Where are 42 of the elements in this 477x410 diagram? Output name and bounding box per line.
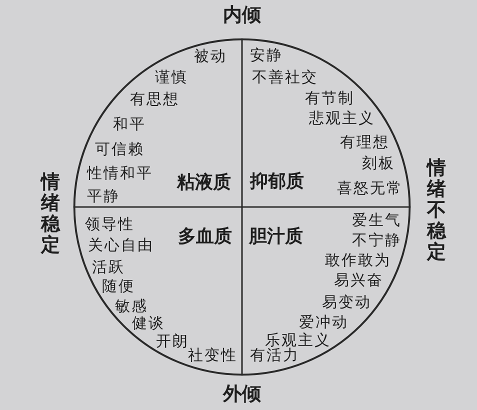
trait-label: 开朗	[156, 333, 189, 349]
trait-label: 可信赖	[95, 141, 144, 157]
axis-label: 内倾	[223, 4, 261, 26]
temperament-heading: 粘液质	[177, 172, 231, 194]
trait-label: 喜怒无常	[337, 180, 403, 196]
quadrant-sector	[242, 39, 410, 207]
temperament-heading: 胆汁质	[249, 226, 303, 248]
trait-label: 有节制	[305, 90, 354, 106]
trait-label: 性情和平	[87, 165, 153, 181]
trait-label: 不宁静	[352, 232, 402, 248]
trait-label: 不善社交	[252, 69, 318, 85]
trait-label: 领导性	[85, 216, 134, 232]
trait-label: 关心自由	[88, 237, 154, 253]
trait-label: 和平	[113, 116, 146, 132]
axis-label: 情绪不稳定	[427, 158, 446, 263]
trait-label: 悲观主义	[309, 110, 375, 126]
trait-label: 活跃	[92, 259, 125, 275]
trait-label: 有理想	[340, 134, 390, 150]
trait-label: 有思想	[130, 91, 180, 107]
trait-label: 随便	[102, 278, 135, 294]
quadrant-sector	[74, 39, 242, 207]
axis-label: 情绪稳定	[41, 172, 60, 256]
trait-label: 社变性	[188, 347, 238, 363]
trait-label: 乐观主义	[265, 332, 331, 348]
trait-label: 易变动	[322, 294, 372, 310]
trait-label: 敢作敢为	[325, 252, 391, 268]
trait-label: 爱冲动	[299, 314, 348, 330]
temperament-heading: 多血质	[178, 226, 232, 248]
trait-label: 被动	[194, 48, 227, 64]
trait-label: 健谈	[132, 315, 165, 331]
trait-label: 谨慎	[155, 69, 188, 85]
trait-label: 爱生气	[352, 212, 402, 228]
quadrant-sector	[242, 207, 410, 375]
temperament-heading: 抑郁质	[250, 171, 304, 193]
trait-label: 易兴奋	[334, 272, 384, 288]
trait-label: 平静	[87, 188, 120, 204]
trait-label: 安静	[250, 47, 283, 63]
quadrant-sector	[74, 207, 242, 375]
trait-label: 有活力	[250, 347, 300, 363]
axis-label: 外倾	[223, 383, 261, 405]
trait-label: 刻板	[362, 155, 395, 171]
trait-label: 敏感	[115, 298, 148, 314]
